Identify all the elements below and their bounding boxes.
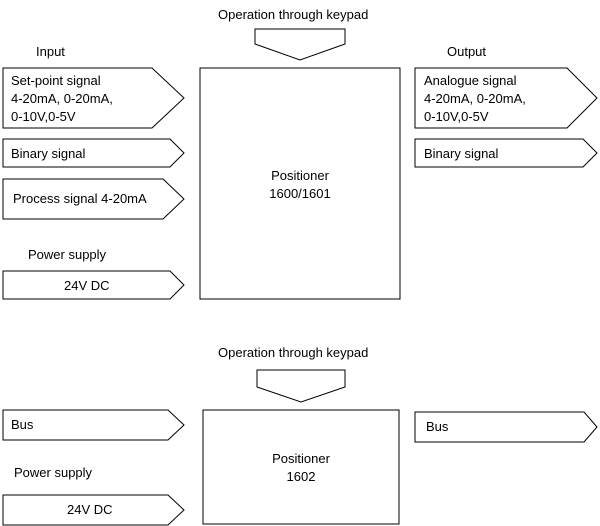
positioner-label-top: Positioner 1600/1601 [269, 168, 331, 201]
output-arrow-bus [414, 411, 598, 443]
input-arrow-process [2, 178, 185, 220]
output-binary-label: Binary signal [424, 146, 499, 161]
output-analogue-label: Analogue signal 4-20mA, 0-20mA, 0-10V,0-… [424, 73, 526, 124]
output-bus-label: Bus [426, 419, 449, 434]
output-arrow-binary [414, 138, 598, 168]
input-setpoint-label: Set-point signal 4-20mA, 0-20mA, 0-10V,0… [11, 73, 113, 124]
power-supply-label-top: Power supply [28, 247, 107, 262]
power-supply-label-bottom: Power supply [14, 465, 93, 480]
power-value-bottom: 24V DC [67, 502, 113, 517]
input-arrow-power-bottom [2, 494, 185, 526]
output-header: Output [447, 44, 487, 59]
input-binary-label: Binary signal [11, 146, 86, 161]
keypad-label-top: Operation through keypad [218, 7, 369, 22]
input-process-label: Process signal 4-20mA [13, 191, 147, 206]
positioner-box-top [199, 67, 401, 300]
input-header: Input [36, 44, 65, 59]
keypad-arrow-top [254, 28, 346, 61]
power-value-top: 24V DC [64, 278, 110, 293]
output-arrow-analogue [414, 67, 598, 129]
keypad-label-bottom: Operation through keypad [218, 345, 369, 360]
input-arrow-power [2, 270, 185, 300]
positioner-box-bottom [202, 409, 400, 525]
input-arrow-setpoint [2, 67, 185, 129]
input-arrow-bus [2, 409, 185, 441]
input-bus-label: Bus [11, 417, 34, 432]
positioner-label-bottom: Positioner 1602 [272, 451, 330, 484]
keypad-arrow-bottom [256, 369, 346, 403]
input-arrow-binary [2, 138, 185, 168]
